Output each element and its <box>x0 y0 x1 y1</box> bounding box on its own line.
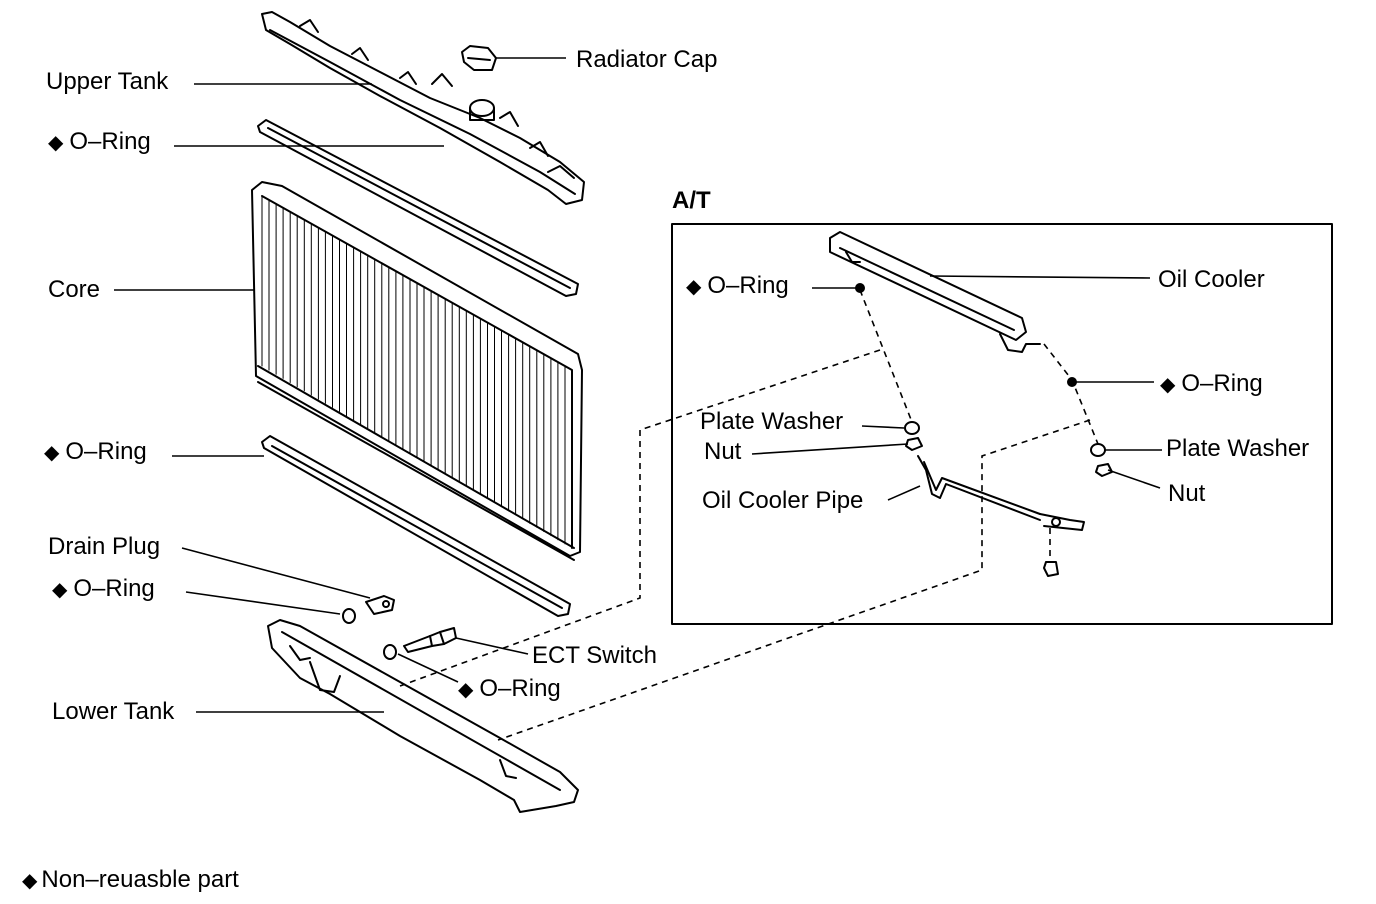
legend-diamond-icon: ◆ <box>22 870 38 892</box>
label-nut-right: Nut <box>1168 480 1206 507</box>
label-core: Core <box>48 276 101 303</box>
legend-non-reusable: ◆Non–reuasble part <box>22 866 239 895</box>
oil-cooler-drawing <box>829 231 1041 353</box>
label-plate-washer-left: Plate Washer <box>700 408 844 435</box>
drain-o-ring-drawing <box>342 608 356 624</box>
non-reusable-diamond-icon: ◆ <box>458 679 474 701</box>
legend-text: Non–reuasble part <box>41 866 239 893</box>
label-o-ring-ect: ◆O–Ring <box>458 675 561 702</box>
label-radiator-cap: Radiator Cap <box>576 46 718 73</box>
label-plate-washer-right: Plate Washer <box>1166 435 1310 462</box>
ect-o-ring-drawing <box>383 644 397 660</box>
label-nut-left: Nut <box>704 438 742 465</box>
label-ect-switch: ECT Switch <box>532 642 657 669</box>
label-o-ring-at-left: ◆O–Ring <box>686 272 789 299</box>
oil-cooler-pipe-drawing <box>917 455 1085 577</box>
nut-left-drawing <box>905 437 923 451</box>
dashed-connector-lines <box>399 289 1099 741</box>
label-drain-plug: Drain Plug <box>48 533 161 560</box>
label-o-ring-at-right: ◆O–Ring <box>1160 370 1263 397</box>
non-reusable-diamond-icon: ◆ <box>52 579 68 601</box>
drain-plug-drawing <box>365 595 395 615</box>
label-upper-tank: Upper Tank <box>46 68 169 95</box>
label-lower-tank: Lower Tank <box>52 698 175 725</box>
nut-right-drawing <box>1095 463 1113 477</box>
radiator-cap-drawing <box>461 45 497 71</box>
ect-switch-drawing <box>403 627 457 653</box>
at-inset-frame <box>671 223 1333 625</box>
leader-lines <box>114 57 1162 713</box>
core-fins <box>261 195 573 549</box>
lower-tank-drawing <box>267 619 579 813</box>
non-reusable-diamond-icon: ◆ <box>686 276 702 298</box>
non-reusable-diamond-icon: ◆ <box>1160 374 1176 396</box>
at-header: A/T <box>672 187 711 214</box>
label-o-ring-lower: ◆O–Ring <box>44 438 147 465</box>
plate-washer-left-drawing <box>904 421 920 435</box>
label-o-ring-drain: ◆O–Ring <box>52 575 155 602</box>
non-reusable-diamond-icon: ◆ <box>48 132 64 154</box>
label-oil-cooler: Oil Cooler <box>1158 266 1265 293</box>
label-oil-cooler-pipe: Oil Cooler Pipe <box>702 487 864 514</box>
upper-o-ring-drawing <box>257 119 579 297</box>
upper-tank-drawing <box>261 11 585 205</box>
non-reusable-diamond-icon: ◆ <box>44 442 60 464</box>
lower-o-ring-drawing <box>261 435 571 617</box>
plate-washer-right-drawing <box>1090 443 1106 457</box>
label-o-ring-upper: ◆O–Ring <box>48 128 151 155</box>
